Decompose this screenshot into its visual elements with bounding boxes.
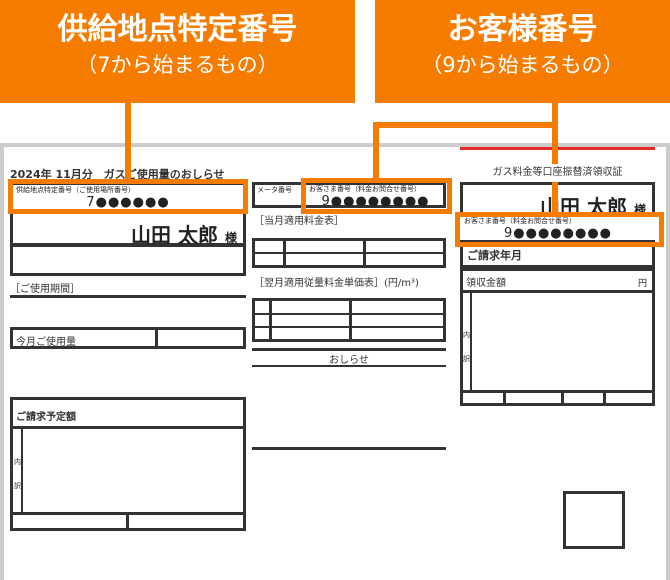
divider (603, 390, 606, 404)
supply-value: 7●●●●●● (86, 195, 170, 210)
supply-callout-sub: （7から始まるもの） (76, 53, 279, 77)
next-rates-table (252, 298, 446, 342)
divider (155, 330, 158, 346)
supply-number-highlight (8, 179, 248, 214)
customer-callout-sub: （9から始まるもの） (421, 53, 624, 77)
honorific: 様 (224, 231, 237, 245)
customer-number-highlight (301, 178, 452, 214)
divider (463, 390, 652, 393)
divider (126, 512, 129, 530)
connector-line (373, 122, 379, 182)
divider (269, 301, 272, 339)
supply-callout-title: 供給地点特定番号 (57, 12, 298, 47)
meter-box: メータ番号 (252, 182, 446, 208)
billing-box: ご請求予定額 内訳 (10, 397, 246, 531)
receipt-customer-label: お客さま番号（料金お問合せ番号） (464, 217, 576, 225)
customer-callout-title: お客様番号 (447, 12, 598, 47)
receipt-breakdown-box: 内訳 (460, 290, 655, 406)
customer-value: 9●●●●●●●● (321, 194, 430, 209)
divider (13, 426, 243, 429)
usage-period-label: ［ご使用期間］ (10, 284, 80, 295)
divider (470, 293, 472, 391)
billing-month-label: ご請求年月 (467, 249, 522, 262)
current-rates-table (252, 238, 446, 268)
receipt-title: ガス料金等口座振替済領収証 (492, 167, 623, 178)
supply-number-callout: 供給地点特定番号 （7から始まるもの） (0, 0, 355, 103)
connector-line (552, 100, 558, 164)
receipt-customer-number-highlight (455, 212, 664, 247)
customer-number-box: お客さま番号（料金お問合せ番号） 9●●●●●●●● (305, 182, 446, 209)
divider (503, 390, 506, 404)
connector-line (373, 122, 558, 128)
divider (21, 426, 23, 514)
current-rates-label: ［当月適用料金表］ (254, 216, 344, 227)
customer-number-callout: お客様番号 （9から始まるもの） (375, 0, 670, 103)
usage-box: 今月ご使用量 (10, 327, 246, 349)
divider (252, 447, 446, 450)
divider (283, 241, 286, 265)
billing-amount-label: ご請求予定額 (16, 412, 76, 423)
divider (349, 301, 352, 339)
customer-label: お客さま番号（料金お問合せ番号） (309, 185, 421, 193)
stamp-box (563, 491, 625, 549)
receipt-breakdown-label: 内訳 (463, 331, 470, 363)
usage-label: 今月ご使用量 (16, 337, 76, 348)
next-rates-label: ［翌月適用従量料金単価表］(円/m³) (254, 278, 419, 289)
meter-label: メータ番号 (257, 186, 292, 194)
divider (252, 348, 446, 351)
amount-label: 領収金額 (466, 278, 506, 289)
divider (255, 252, 443, 254)
customer-name: 山田 太郎 (131, 223, 219, 247)
connector-line (125, 100, 131, 182)
receipt-customer-value: 9●●●●●●●● (503, 226, 613, 241)
supply-label: 供給地点特定番号（ご使用場所番号） (16, 186, 135, 194)
divider (252, 365, 446, 367)
address-box (10, 244, 246, 276)
doc-title: 2024年 11月分 ガスご使用量のおしらせ (10, 168, 225, 181)
divider (10, 295, 246, 298)
receipt-customer-number: お客さま番号（料金お問合せ番号） 9●●●●●●●● (462, 216, 654, 242)
notice-label: おしらせ (329, 355, 369, 366)
yen-label: 円 (637, 279, 647, 289)
breakdown-label: 内訳 (14, 458, 21, 490)
divider (561, 390, 564, 404)
name-box: 山田 太郎 様 (10, 210, 246, 247)
connector-line (552, 182, 558, 214)
divider (363, 241, 366, 265)
